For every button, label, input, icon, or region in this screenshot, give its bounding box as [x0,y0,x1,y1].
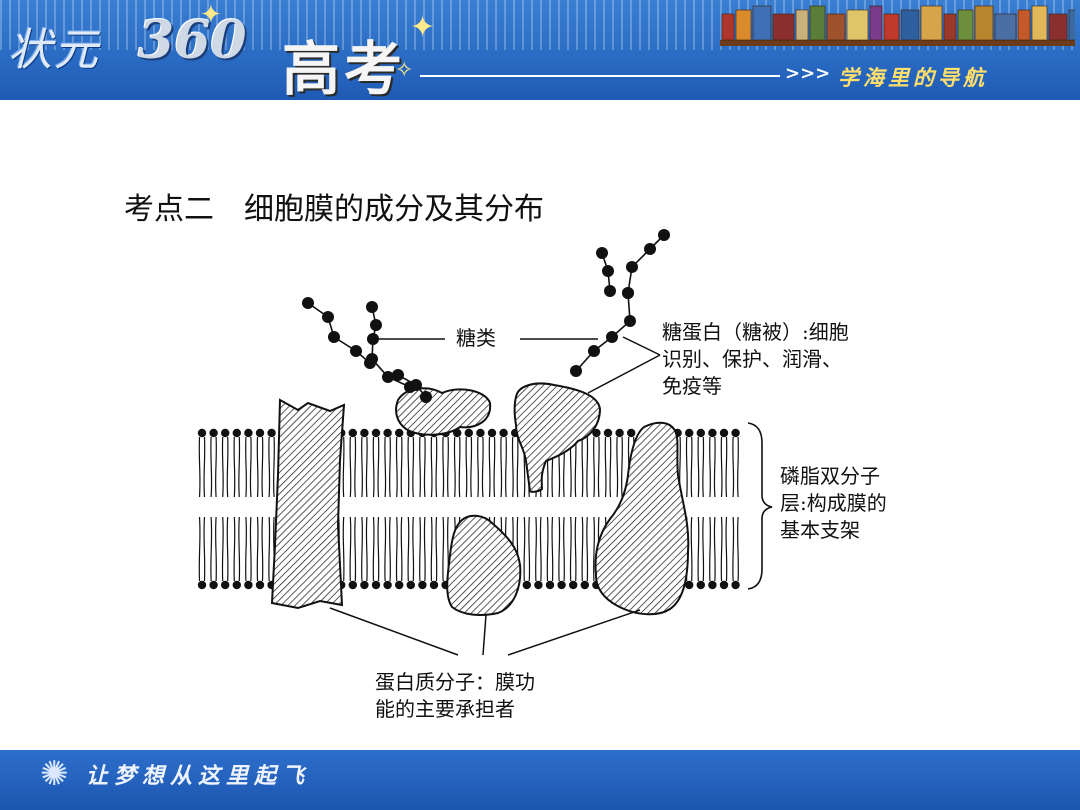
label-bilayer-line: 基本支架 [780,518,860,542]
sugar-chains [302,229,670,403]
sparkle-icon: ✦ [200,0,222,30]
glycoprotein [513,382,602,493]
sparkle-icon: ✺ [40,754,69,794]
header-rule [420,75,780,77]
label-glycoprotein-line: 糖蛋白（糖被）:细胞 [662,320,849,344]
header-tagline: 学海里的导航 [838,66,988,90]
arrows-icon: >>> [785,63,831,84]
label-protein: 蛋白质分子：膜功 能的主要承担者 [375,669,535,723]
membrane-svg [197,229,773,656]
label-protein-line: 能的主要承担者 [375,697,515,721]
brand-name: 状元 [8,25,100,76]
peripheral-protein [395,387,492,436]
label-glycoprotein-line: 免疫等 [662,374,722,398]
sparkle-icon: ✧ [395,58,414,83]
header-banner: ✦ ✦ ✧ 状元 360 高考 >>> 学海里的导航 [0,0,1080,100]
label-bilayer-line: 层:构成膜的 [780,491,887,515]
slide-title: 考点二 细胞膜的成分及其分布 [124,192,544,227]
brand-main-title: 高考 [282,35,407,100]
transmembrane-protein-left [270,398,346,610]
label-glycoprotein-line: 识别、保护、润滑、 [662,347,842,371]
label-phospholipid-bilayer: 磷脂双分子 层:构成膜的 基本支架 [780,463,887,544]
label-bilayer-line: 磷脂双分子 [780,464,880,488]
footer-banner: ✺ 让梦想从这里起飞 [0,750,1080,810]
footer-slogan: 让梦想从这里起飞 [86,764,311,789]
integral-protein-center [446,514,522,616]
label-protein-line: 蛋白质分子：膜功 [375,670,535,694]
label-glycoprotein: 糖蛋白（糖被）:细胞 识别、保护、润滑、 免疫等 [662,319,849,400]
brand-number: 360 [138,10,247,71]
label-sugar: 糖类 [456,326,496,350]
transmembrane-protein-right [594,421,690,616]
sparkle-icon: ✦ [410,10,436,45]
bookshelf-icon [720,5,1075,46]
cell-membrane-diagram: 糖类 糖蛋白（糖被）:细胞 识别、保护、润滑、 免疫等 磷脂双分子 层:构成膜的… [180,225,920,725]
